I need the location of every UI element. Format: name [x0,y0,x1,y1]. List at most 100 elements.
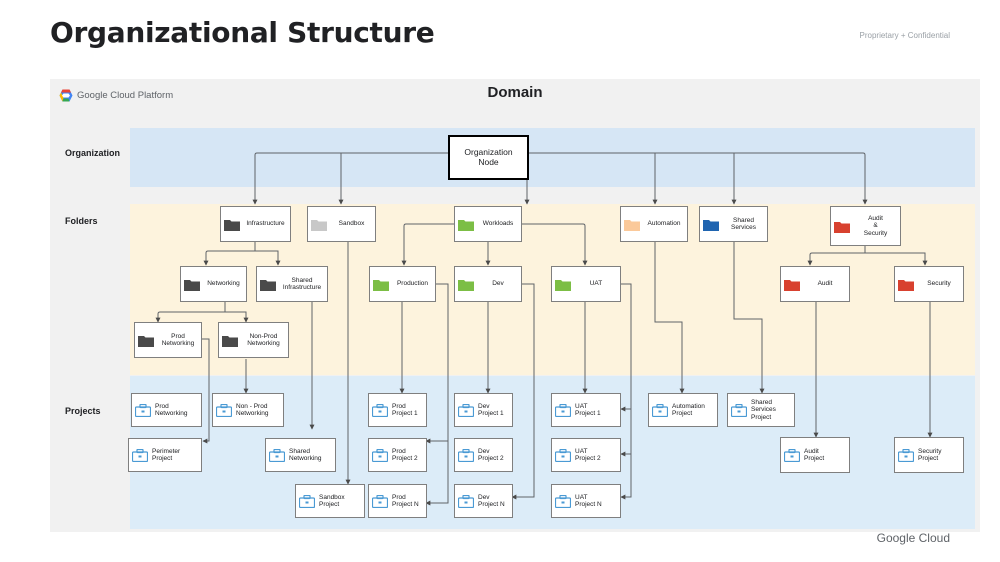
project-dev-2-label: Dev Project 2 [478,447,504,462]
folder-nonprod-networking-label: Non-Prod Networking [247,332,280,347]
row-label-organization: Organization [65,148,121,158]
project-automation-label: Automation Project [672,402,705,417]
project-briefcase-icon [458,403,474,417]
folder-security[interactable]: Security [894,266,964,302]
diagram-canvas: Google Cloud Platform Domain Organizatio… [50,79,980,532]
project-dev-1-label: Dev Project 1 [478,402,504,417]
folder-icon [784,279,800,291]
project-sandbox[interactable]: Sandbox Project [295,484,365,518]
footer-brand: Google Cloud [876,531,950,545]
confidential-label: Proprietary + Confidential [859,31,951,40]
folder-icon [224,219,240,231]
folder-prod-networking[interactable]: Prod Networking [134,322,202,358]
project-perimeter[interactable]: Perimeter Project [128,438,202,472]
project-uat-2[interactable]: UAT Project 2 [551,438,621,472]
project-prod-2-label: Prod Project 2 [392,447,418,462]
folder-dev[interactable]: Dev [454,266,522,302]
project-sandbox-label: Sandbox Project [319,493,345,508]
folder-sandbox[interactable]: Sandbox [307,206,376,242]
project-prod-n[interactable]: Prod Project N [368,484,427,518]
project-briefcase-icon [555,403,571,417]
folder-icon [624,219,640,231]
project-shared-services[interactable]: Shared Services Project [727,393,795,427]
folder-icon [458,279,474,291]
organization-band [130,128,975,187]
folder-sandbox-label: Sandbox [338,220,365,228]
project-prod-1-label: Prod Project 1 [392,402,418,417]
project-prod-2[interactable]: Prod Project 2 [368,438,427,472]
folder-workloads[interactable]: Workloads [454,206,522,242]
connector-lines [155,152,933,506]
project-uat-1[interactable]: UAT Project 1 [551,393,621,427]
project-uat-2-label: UAT Project 2 [575,447,601,462]
row-label-projects: Projects [65,406,101,416]
folder-production[interactable]: Production [369,266,436,302]
folder-icon [555,279,571,291]
folder-icon [898,279,914,291]
folder-automation[interactable]: Automation [620,206,688,242]
folder-icon [834,221,850,233]
folder-networking[interactable]: Networking [180,266,247,302]
folder-production-label: Production [396,280,429,288]
folder-icon [260,279,276,291]
project-briefcase-icon [299,494,315,508]
folder-icon [458,219,474,231]
project-dev-1[interactable]: Dev Project 1 [454,393,513,427]
project-dev-n[interactable]: Dev Project N [454,484,513,518]
folder-audit[interactable]: Audit [780,266,850,302]
project-briefcase-icon [372,494,388,508]
project-nonprod-networking[interactable]: Non - Prod Networking [212,393,284,427]
folder-workloads-label: Workloads [482,220,514,228]
project-briefcase-icon [458,448,474,462]
project-briefcase-icon [269,448,285,462]
folder-infrastructure-label: Infrastructure [246,220,285,228]
project-audit[interactable]: Audit Project [780,437,850,473]
project-briefcase-icon [652,403,668,417]
folder-shared-services[interactable]: Shared Services [699,206,768,242]
folder-audit-security-label: Audit & Security [863,214,888,237]
project-prod-networking[interactable]: Prod Networking [131,393,202,427]
organization-node[interactable]: Organization Node [448,135,529,180]
project-briefcase-icon [372,448,388,462]
project-shared-networking[interactable]: Shared Networking [265,438,336,472]
project-automation[interactable]: Automation Project [648,393,718,427]
folder-nonprod-networking[interactable]: Non-Prod Networking [218,322,289,358]
folder-prod-networking-label: Prod Networking [161,332,195,347]
project-security[interactable]: Security Project [894,437,964,473]
project-prod-networking-label: Prod Networking [155,402,188,417]
row-label-folders: Folders [65,216,98,226]
folder-icon [311,219,327,231]
project-briefcase-icon [731,403,747,417]
folder-audit-security[interactable]: Audit & Security [830,206,901,246]
project-uat-n-label: UAT Project N [575,493,602,508]
domain-title: Domain [487,84,543,101]
folder-uat-label: UAT [589,280,603,288]
folder-security-label: Security [927,280,951,288]
project-dev-2[interactable]: Dev Project 2 [454,438,513,472]
gcp-hexagon-icon [59,89,73,102]
project-briefcase-icon [898,448,914,462]
project-shared-services-label: Shared Services Project [751,398,776,421]
project-briefcase-icon [784,448,800,462]
page-title: Organizational Structure [50,16,435,49]
folder-icon [138,335,154,347]
project-prod-1[interactable]: Prod Project 1 [368,393,427,427]
project-briefcase-icon [555,494,571,508]
folder-audit-label: Audit [817,280,833,288]
folder-shared-infrastructure[interactable]: Shared Infrastructure [256,266,328,302]
folder-networking-label: Networking [207,280,240,288]
project-shared-networking-label: Shared Networking [289,447,322,462]
folder-icon [184,279,200,291]
project-briefcase-icon [132,448,148,462]
project-dev-n-label: Dev Project N [478,493,505,508]
project-prod-n-label: Prod Project N [392,493,419,508]
project-audit-label: Audit Project [804,447,825,462]
folder-infrastructure[interactable]: Infrastructure [220,206,291,242]
folder-uat[interactable]: UAT [551,266,621,302]
project-perimeter-label: Perimeter Project [152,447,181,462]
project-nonprod-networking-label: Non - Prod Networking [236,402,269,417]
gcp-logo: Google Cloud Platform [59,89,173,102]
project-briefcase-icon [458,494,474,508]
project-briefcase-icon [555,448,571,462]
project-uat-n[interactable]: UAT Project N [551,484,621,518]
